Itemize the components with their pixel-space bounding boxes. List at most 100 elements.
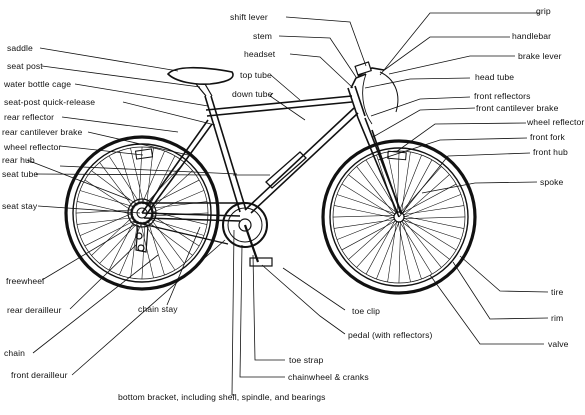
spoke-line xyxy=(99,162,135,209)
frame xyxy=(141,85,402,222)
spoke-line xyxy=(403,174,450,216)
spoke-line xyxy=(399,221,433,275)
label-rear-cantilever-brake: rear cantilever brake xyxy=(2,127,83,137)
label-down-tube: down tube xyxy=(232,89,273,99)
saddle-shape xyxy=(166,66,234,97)
spoke-line xyxy=(144,162,185,205)
spoke-line xyxy=(119,150,137,207)
spoke-line xyxy=(146,147,154,206)
label-top-tube: top tube xyxy=(240,70,272,80)
label-front-cantilever-brake: front cantilever brake xyxy=(476,103,559,113)
spoke-line xyxy=(397,221,411,283)
spoke-line xyxy=(148,218,205,236)
label-chainwheel-cranks: chainwheel & cranks xyxy=(288,372,369,382)
spoke-line xyxy=(75,209,134,214)
chainwheel-shape xyxy=(222,202,273,267)
spoke-line xyxy=(79,212,134,236)
spoke-line xyxy=(403,217,457,251)
spoke-line xyxy=(336,194,396,215)
label-front-hub: front hub xyxy=(533,147,568,157)
spoke-line xyxy=(84,179,134,212)
label-valve: valve xyxy=(548,339,569,349)
spoke-line xyxy=(108,155,141,205)
spoke-line xyxy=(130,220,138,279)
label-toe-strap: toe strap xyxy=(289,355,324,365)
spoke-line xyxy=(336,216,395,240)
label-saddle: saddle xyxy=(7,43,33,53)
spoke-line xyxy=(141,150,165,205)
spoke-line xyxy=(148,155,176,208)
label-rear-reflector: rear reflector xyxy=(4,112,55,122)
label-headset: headset xyxy=(244,49,276,59)
chain-shape xyxy=(133,202,245,245)
label-stem: stem xyxy=(253,31,273,41)
spoke-line xyxy=(138,146,143,205)
spoke-line xyxy=(143,221,176,271)
spoke-line xyxy=(401,221,450,260)
spoke-line xyxy=(76,201,134,215)
label-spoke: spoke xyxy=(540,177,564,187)
label-rear-derailleur: rear derailleur xyxy=(7,305,62,315)
spoke-line xyxy=(149,217,185,264)
label-water-bottle-cage: water bottle cage xyxy=(4,79,72,89)
leader-lines xyxy=(26,12,549,396)
label-grip: grip xyxy=(536,6,551,16)
label-wheel-reflector-front: wheel reflector xyxy=(527,117,585,127)
label-chain-stay: chain stay xyxy=(138,304,178,314)
front-wheel-reflector-shape xyxy=(387,150,407,161)
label-front-derailleur: front derailleur xyxy=(11,370,68,380)
spoke-line xyxy=(341,183,395,217)
label-rear-hub: rear hub xyxy=(2,155,35,165)
label-front-fork: front fork xyxy=(530,132,565,142)
rear-derailleur-shape xyxy=(127,198,157,253)
label-seat-stay: seat stay xyxy=(2,201,38,211)
spoke-line xyxy=(130,147,144,205)
spoke-line xyxy=(91,215,134,256)
spoke-line xyxy=(76,217,135,225)
spoke-line xyxy=(79,190,136,208)
label-tire: tire xyxy=(551,287,564,297)
label-chain: chain xyxy=(4,348,26,358)
spoke-line xyxy=(91,170,138,206)
label-pedal: pedal (with reflectors) xyxy=(348,330,433,340)
spoke-line xyxy=(332,214,395,218)
spoke-line xyxy=(356,221,398,268)
spoke-line xyxy=(403,194,462,218)
spoke-line xyxy=(402,159,433,214)
spoke-line xyxy=(403,205,465,215)
rear-wheel-reflector-shape xyxy=(134,148,154,160)
label-freewheel: freewheel xyxy=(6,276,45,286)
label-seat-post-quick-release: seat-post quick-release xyxy=(4,97,96,107)
spoke-line xyxy=(84,219,137,247)
spoke-line xyxy=(376,221,400,280)
label-brake-lever: brake lever xyxy=(518,51,562,61)
label-toe-clip: toe clip xyxy=(352,306,381,316)
spoke-line xyxy=(140,221,154,279)
spoke-line xyxy=(150,214,200,247)
spoke-line xyxy=(99,221,140,264)
spoke-line xyxy=(387,221,397,283)
label-wheel-reflector-rear: wheel reflector xyxy=(4,142,62,152)
spoke-line xyxy=(333,219,395,229)
spoke-line xyxy=(402,219,462,240)
label-seat-tube: seat tube xyxy=(2,169,39,179)
water-bottle-cage-shape xyxy=(265,151,307,189)
label-head-tube: head tube xyxy=(475,72,515,82)
spoke-line xyxy=(147,219,165,276)
label-bottom-bracket: bottom bracket, including shell, spindle… xyxy=(118,392,326,402)
label-shift-lever: shift lever xyxy=(230,12,268,22)
label-front-reflectors: front reflectors xyxy=(474,91,531,101)
spoke-line xyxy=(119,221,143,276)
spoke-line xyxy=(348,174,397,213)
spoke-line xyxy=(348,218,395,260)
spoke-line xyxy=(401,151,411,213)
spoke-line xyxy=(365,220,396,275)
label-seat-post: seat post xyxy=(7,61,43,71)
spoke-line xyxy=(403,215,465,229)
spoke-line xyxy=(150,190,205,214)
label-rim: rim xyxy=(551,313,564,323)
spoke-line xyxy=(341,220,396,251)
handlebar-shape xyxy=(350,61,399,125)
